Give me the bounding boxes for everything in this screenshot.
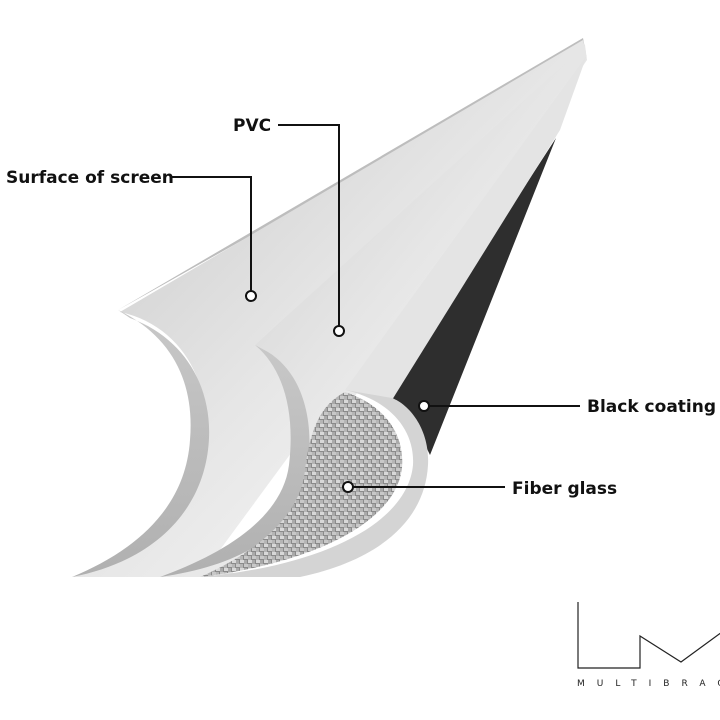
label-pvc: PVC — [233, 116, 271, 136]
fiber-glass-layer — [200, 55, 587, 577]
marker-surface — [245, 290, 257, 302]
label-surface: Surface of screen — [6, 168, 174, 188]
leader-pvc — [278, 124, 340, 330]
marker-pvc — [333, 325, 345, 337]
leader-surface — [170, 176, 252, 295]
marker-fiber-glass — [342, 481, 354, 493]
marker-black-coating — [418, 400, 430, 412]
label-fiber-glass: Fiber glass — [512, 479, 617, 499]
pvc-layer — [160, 45, 587, 577]
black-coating-layer — [388, 138, 556, 455]
logo-text: MULTIBRAC — [577, 679, 720, 689]
label-black-coating: Black coating — [587, 397, 716, 417]
multibrac-logo: MULTIBRAC — [577, 602, 720, 689]
